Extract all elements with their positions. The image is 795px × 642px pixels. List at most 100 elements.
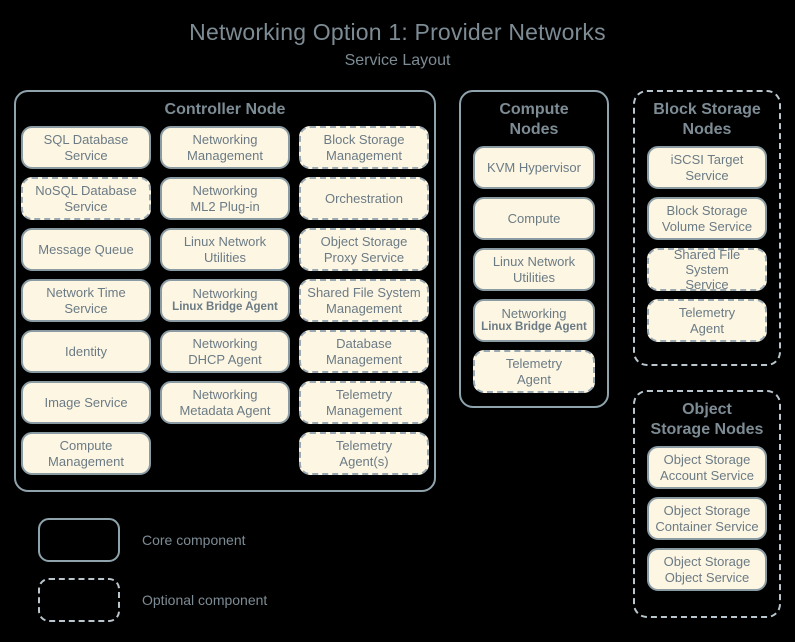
group-title-object-storage-line2: Storage Nodes [650,421,764,438]
legend-optional-swatch [38,578,120,622]
component-label-line2: Utilities [513,269,555,285]
component-label-line1: NoSQL Database [35,183,137,199]
component-label-line2: ML2 Plug-in [190,198,260,214]
component-label-line1: Compute [507,210,561,226]
component-label-line2: Agent(s) [339,453,389,469]
component-label-line1: Message Queue [38,241,134,257]
component-label-line1: KVM Hypervisor [487,159,581,175]
component-label-line1: Shared File System [673,246,741,277]
title-block: Networking Option 1: Provider Networks S… [0,0,795,70]
component-label-line2: Proxy Service [323,249,405,265]
component-label-line2: Linux Bridge Agent [481,321,587,334]
group-title-object-storage: Object Storage Nodes [635,392,779,446]
component-label-line1: Networking [192,183,258,199]
component-label-line1: Object Storage [320,234,408,250]
component-label-line2: Volume Service [661,218,753,234]
component-label-line2: Metadata Agent [179,402,271,418]
component-label-line1: Orchestration [324,190,404,206]
controller-component-message-queue[interactable]: Message Queue [21,228,151,271]
component-label-line2: Container Service [655,518,759,534]
legend-core-label: Core component [142,532,246,548]
component-label-line1: Networking [192,387,258,403]
legend-optional-label: Optional component [142,592,268,608]
component-label-line1: Identity [65,343,107,359]
component-label-line1: Network Time [46,285,126,301]
group-title-object-storage-line1: Object [682,401,732,418]
group-title-block-storage: Block Storage Nodes [635,92,779,146]
component-label-line1: SQL Database [43,132,129,148]
component-label-line1: Networking [192,336,258,352]
component-label-line2: Utilities [204,249,246,265]
page-subtitle: Service Layout [344,52,451,70]
component-label-line1: iSCSI Target [670,152,744,168]
grid-spacer [160,432,290,475]
component-label-line1: Networking [192,132,258,148]
component-label-line2: Account Service [660,467,754,483]
component-label-line1: Block Storage [323,132,405,148]
group-title-compute-line1: Compute [499,101,569,118]
component-label-line2: Management [48,453,124,469]
component-label-line1: Telemetry [335,438,393,454]
compute-component-compute[interactable]: Compute [473,197,595,240]
component-label-line2: Agent [517,371,551,387]
component-label-line1: Block Storage [666,203,748,219]
legend-optional-row: Optional component [38,578,267,622]
component-label-line2: Service [64,147,108,163]
group-title-block-storage-line2: Nodes [682,121,732,138]
component-label-line2: Management [326,402,402,418]
component-label-line2: Management [326,351,402,367]
component-label-line2: Object Service [664,569,750,585]
component-label-line1: Linux Network [183,234,267,250]
component-label-line2: Agent [690,320,724,336]
component-label-line1: Database [336,336,392,352]
controller-component-orchestration[interactable]: Orchestration [299,177,429,220]
component-label-line1: Linux Network [492,254,576,270]
component-label-line1: Networking [192,286,258,302]
page-title: Networking Option 1: Provider Networks [189,19,606,45]
controller-component-identity[interactable]: Identity [21,330,151,373]
component-label-line1: Shared File System [307,285,421,301]
component-label-line2: Management [326,300,402,316]
component-label-line1: Object Storage [663,503,751,519]
component-label-line2: Service [685,167,729,183]
compute-component-kvm-hypervisor[interactable]: KVM Hypervisor [473,146,595,189]
component-label-line1: Telemetry [335,387,393,403]
controller-component-image-service[interactable]: Image Service [21,381,151,424]
component-label-line2: Management [326,147,402,163]
group-title-block-storage-line1: Block Storage [653,101,761,118]
component-label-line2: Service [64,198,108,214]
